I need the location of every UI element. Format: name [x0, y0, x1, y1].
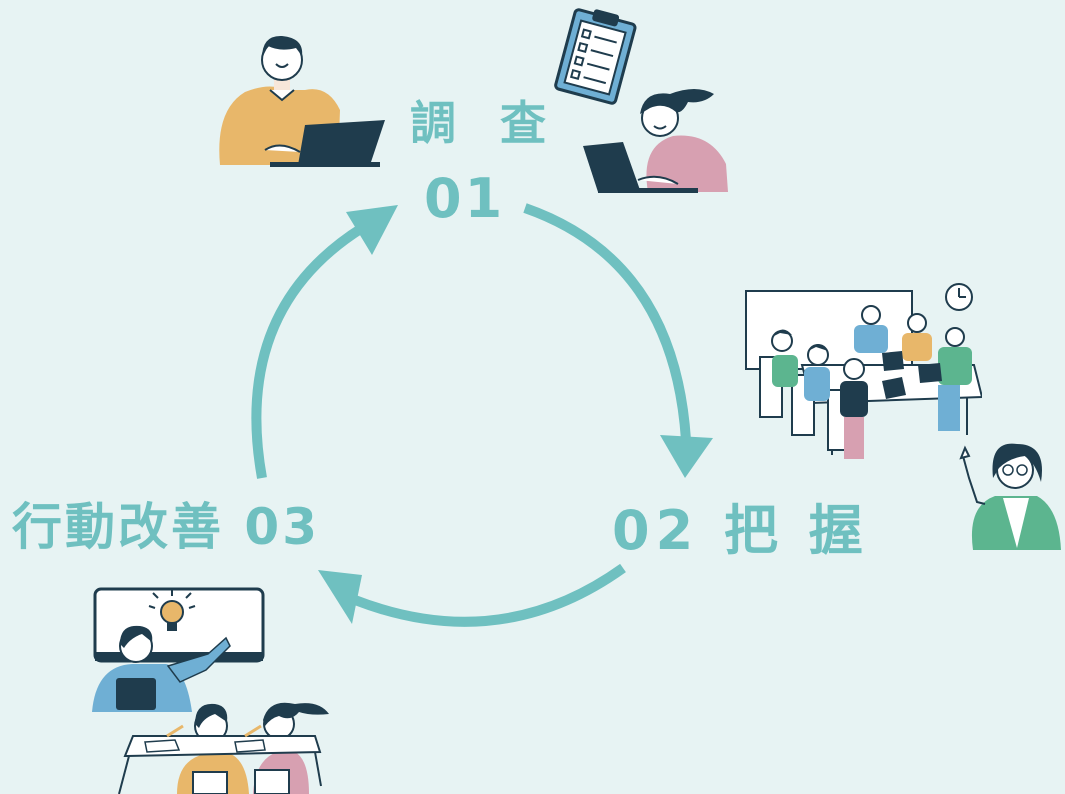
- clock-icon: [945, 283, 973, 311]
- step-1-number: 01: [424, 167, 506, 230]
- step-2-label: 02 把 握: [612, 499, 869, 562]
- arrowhead-03: [318, 570, 362, 624]
- clipboard-icon: [554, 8, 637, 105]
- meeting-table-icon: [745, 290, 982, 459]
- arrow-01-to-02: [523, 203, 691, 441]
- arrowhead-02: [660, 435, 713, 478]
- step-1-title: 調 査: [410, 96, 561, 150]
- arrowhead-01: [346, 205, 398, 255]
- man-with-laptop-icon: [219, 35, 385, 167]
- presenter-woman-icon: [959, 443, 1061, 550]
- arrow-02-to-03: [353, 563, 626, 627]
- arrow-03-to-01: [251, 223, 365, 479]
- students-at-desk-icon: [118, 702, 329, 794]
- woman-with-laptop-icon: [583, 89, 728, 193]
- step-3-label: 行動改善 03: [12, 498, 320, 556]
- presenter-man-icon: [92, 625, 231, 712]
